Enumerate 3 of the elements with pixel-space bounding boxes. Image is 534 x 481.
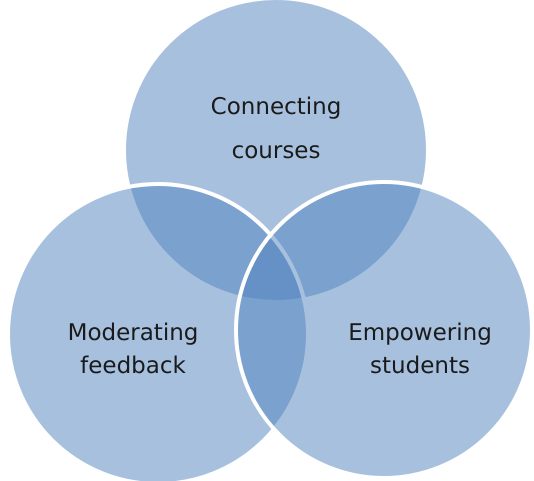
circle-label: Moderating feedback [66,319,200,382]
circle-label: Empowering students [347,319,493,382]
circle-label: Connecting courses [210,93,342,166]
